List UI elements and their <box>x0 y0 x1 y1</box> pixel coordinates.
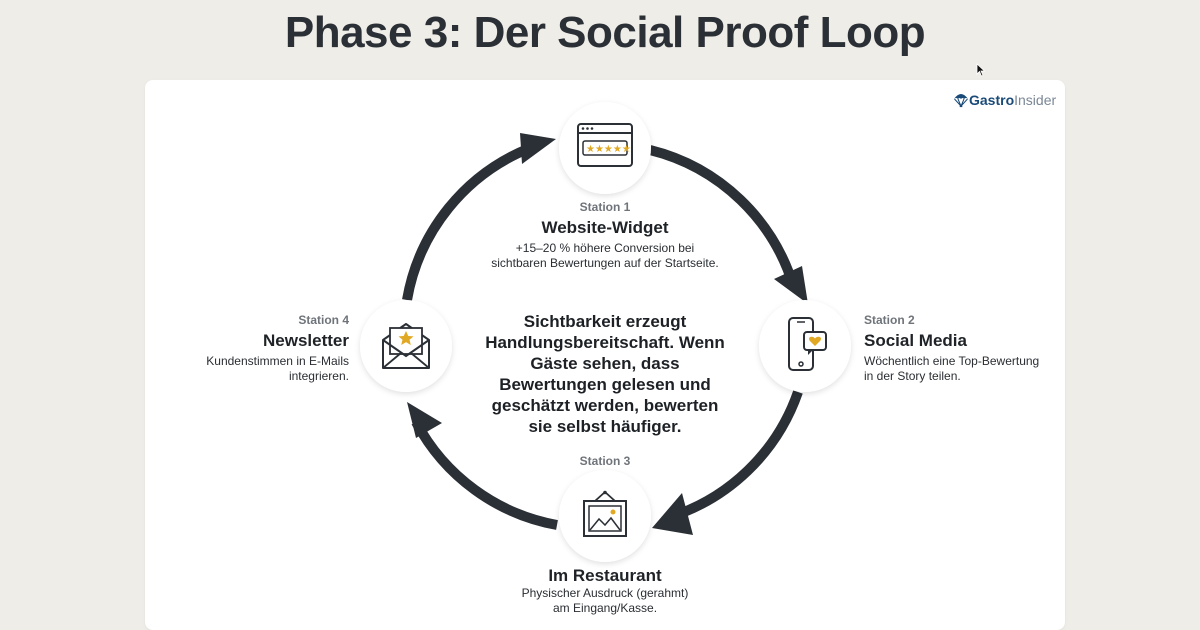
arrowhead-3 <box>407 402 442 438</box>
logo-text-insider: Insider <box>1014 92 1057 108</box>
loop-diagram: ★★★★★ <box>360 102 851 562</box>
station-3-title: Im Restaurant <box>548 566 662 585</box>
arrowhead-1 <box>774 266 808 304</box>
arc-arrow-3-to-4 <box>411 419 558 530</box>
arc-arrow-2-to-3 <box>665 390 803 523</box>
station-2-desc-line1: Wöchentlich eine Top-Bewertung <box>864 354 1040 368</box>
station-3-label: Station 3 <box>579 454 631 468</box>
framed-picture-icon <box>583 490 627 537</box>
station-3-desc-line2: am Eingang/Kasse. <box>552 601 658 615</box>
station-1-title: Website-Widget <box>541 218 669 237</box>
station-4-label: Station 4 <box>298 313 349 327</box>
station-2-title: Social Media <box>864 331 967 350</box>
arc-arrow-4-to-1 <box>402 143 532 301</box>
smartphone-heart-icon <box>788 317 827 371</box>
browser-stars-icon: ★★★★★ <box>577 123 633 167</box>
envelope-star-icon <box>382 323 430 369</box>
parachute-icon <box>954 94 968 108</box>
arc-arrow-1-to-2 <box>648 145 799 290</box>
page-title: Phase 3: Der Social Proof Loop <box>284 8 926 57</box>
logo-text-gastro: Gastro <box>969 92 1015 108</box>
mouse-cursor-icon <box>976 63 986 77</box>
center-statement: Sichtbarkeit erzeugt Handlungsbereitscha… <box>485 312 725 436</box>
station-4-desc-line1: Kundenstimmen in E-Mails <box>206 354 349 368</box>
station-4-desc-line2: integrieren. <box>288 369 349 383</box>
svg-text:★★★★★: ★★★★★ <box>586 144 631 155</box>
station-1-desc-line2: sichtbaren Bewertungen auf der Startseit… <box>491 256 719 270</box>
station-1-desc-line1: +15–20 % höhere Conversion bei <box>515 241 695 255</box>
station-2-label: Station 2 <box>864 313 915 327</box>
arrowhead-2 <box>652 493 693 535</box>
arrowhead-4 <box>520 133 556 164</box>
station-4-title: Newsletter <box>263 331 349 350</box>
station-2-desc-line2: in der Story teilen. <box>864 369 961 383</box>
station-3-desc-line1: Physischer Ausdruck (gerahmt) <box>521 586 689 600</box>
station-1-label: Station 1 <box>579 200 631 214</box>
